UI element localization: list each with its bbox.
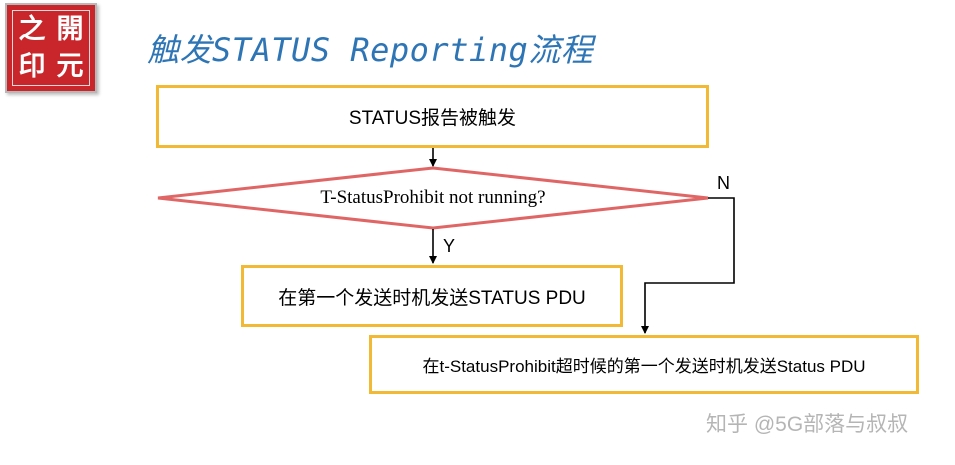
arrow-decision-to-no — [641, 197, 735, 334]
logo-char: 之 — [18, 14, 46, 45]
logo-char: 開 — [56, 14, 84, 45]
no-action-label: 在t-StatusProhibit超时候的第一个发送时机发送Status PDU — [422, 357, 866, 376]
start-box: STATUS报告被触发 — [156, 85, 709, 148]
yes-branch-label: Y — [443, 236, 456, 256]
yes-action-box: 在第一个发送时机发送STATUS PDU — [241, 265, 623, 327]
no-action-box: 在t-StatusProhibit超时候的第一个发送时机发送Status PDU — [369, 335, 919, 394]
logo-char: 元 — [56, 51, 84, 82]
logo: 之 開 印 元 — [5, 3, 97, 93]
yes-action-label: 在第一个发送时机发送STATUS PDU — [278, 287, 586, 309]
start-box-label: STATUS报告被触发 — [348, 108, 517, 129]
no-branch-label: N — [717, 173, 730, 193]
watermark: 知乎 @5G部落与叔叔 — [706, 413, 909, 436]
decision-label: T-StatusProhibit not running? — [320, 187, 546, 208]
slide-title: 触发STATUS Reporting流程 — [147, 31, 594, 69]
logo-char: 印 — [18, 51, 46, 82]
